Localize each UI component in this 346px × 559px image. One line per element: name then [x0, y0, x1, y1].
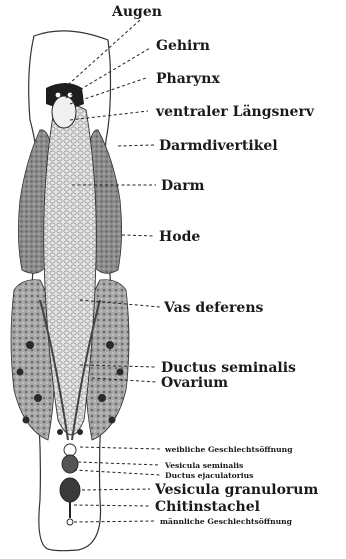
label-pharynx: Pharynx: [156, 71, 220, 87]
pharynx: [52, 96, 76, 128]
label-chitinstachel: Chitinstachel: [155, 499, 260, 515]
eye-left: [56, 93, 61, 98]
label-darm: Darm: [161, 178, 205, 194]
label-vesicula-granulorum: Vesicula granulorum: [154, 482, 318, 498]
label-ductus-ejaculatorius: Ductus ejaculatorius: [165, 471, 253, 480]
label-vas-deferens: Vas deferens: [163, 300, 263, 316]
label-female-opening: weibliche Geschlechtsöffnung: [164, 445, 293, 454]
label-darmdivertikel: Darmdivertikel: [159, 138, 278, 154]
label-vesicula-seminalis: Vesicula seminalis: [164, 461, 243, 470]
label-augen: Augen: [111, 4, 162, 20]
label-ductus-seminalis: Ductus seminalis: [161, 360, 296, 376]
label-male-opening: männliche Geschlechtsöffnung: [160, 517, 293, 526]
label-ovarium: Ovarium: [161, 375, 228, 391]
label-ventral-nerve: ventraler Längsnerv: [155, 104, 315, 120]
label-gehirn: Gehirn: [156, 38, 210, 54]
label-hode: Hode: [159, 229, 200, 245]
